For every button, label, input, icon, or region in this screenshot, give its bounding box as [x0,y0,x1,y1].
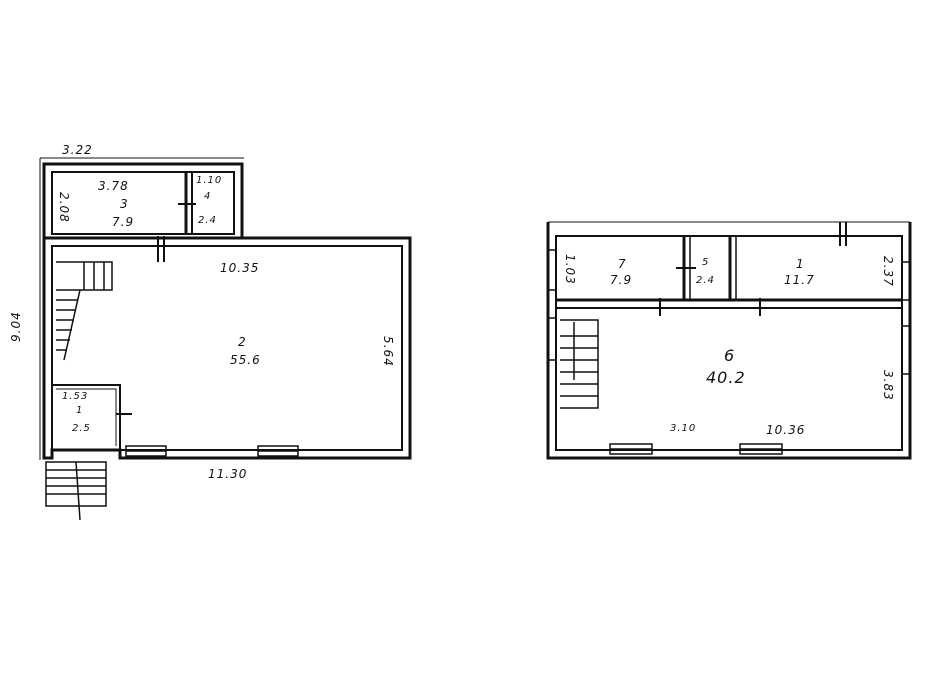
left-plan-windows [125,445,299,457]
right-plan-windows [547,249,911,455]
right-dim-width: 3.83 [881,370,895,401]
room-1-left-dim: 1.53 [62,391,89,402]
room-3-dim-a: 3.78 [98,179,129,193]
room-6-area: 40.2 [706,368,746,387]
right-plan-doors [659,222,847,316]
left-dim-bottom: 11.30 [208,467,248,481]
left-dim-side: 9.04 [9,311,23,342]
left-plan-doors [116,203,196,415]
left-plan-dimension-lines [39,157,244,460]
room-1-right-area: 11.7 [784,273,815,287]
room-4-number: 4 [204,191,212,202]
left-plan-walls [42,162,412,460]
left-dim-top: 3.22 [62,143,93,157]
room-3-area: 7.9 [112,215,135,229]
room-5-number: 5 [702,257,710,268]
room-4-dim: 1.10 [196,175,223,186]
hall-width-dim: 5.64 [381,336,395,367]
room-7-dim: 1.03 [563,254,577,285]
right-dim-length: 10.36 [766,423,806,437]
room-1-left-area: 2.5 [72,423,91,434]
room-6-number: 6 [724,346,736,365]
room-2-number: 2 [238,335,247,349]
room-7-area: 7.9 [610,273,633,287]
right-dim-bottom-left: 3.10 [670,423,697,434]
room-3-dim-b: 2.08 [57,192,71,223]
right-plan-walls [546,221,912,460]
room-1-left-number: 1 [76,405,84,416]
right-plan-stairs [560,319,599,409]
room-4-area: 2.4 [198,215,217,226]
room-3-number: 3 [120,197,129,211]
hall-length-dim: 10.35 [220,261,260,275]
room-5-area: 2.4 [696,275,715,286]
room-2-area: 55.6 [230,353,261,367]
room-7-number: 7 [618,257,627,271]
left-plan-stairs [45,261,113,521]
room-1-right-number: 1 [796,257,805,271]
room-1-right-dim: 2.37 [881,256,895,287]
